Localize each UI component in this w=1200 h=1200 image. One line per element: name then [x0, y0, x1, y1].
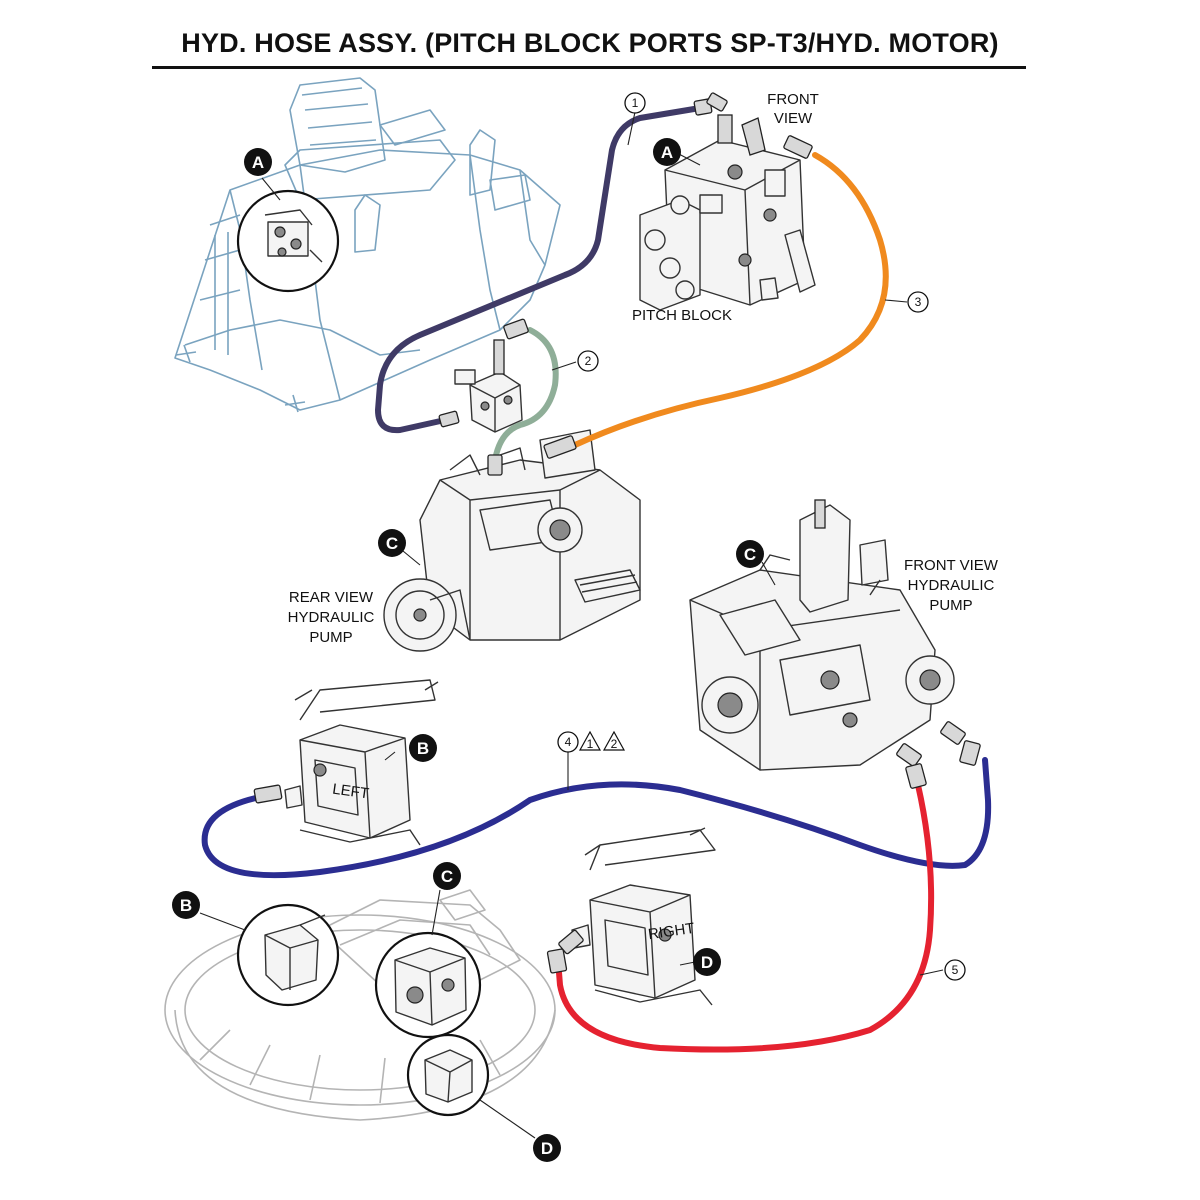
label-rear-view-line-2: HYDRAULIC	[288, 609, 375, 626]
callout-d-right-gearbox: D	[693, 948, 721, 976]
detail-circle-a	[236, 177, 340, 293]
detail-circle-c	[374, 889, 482, 1039]
label-rear-view-line-1: REAR VIEW	[289, 589, 374, 606]
revision-triangle-1: 1	[578, 730, 602, 751]
callout-hose-3: 3	[907, 291, 929, 313]
revision-triangle-2: 2	[602, 730, 626, 751]
callout-b-left-gearbox-text: B	[417, 739, 429, 758]
label-rear-view-line-3: PUMP	[309, 629, 352, 646]
callout-d-trowel: D	[533, 1134, 561, 1162]
callout-a-pitch-block-text: A	[661, 143, 673, 162]
hose-2	[492, 327, 559, 463]
callout-d-trowel-text: D	[541, 1139, 553, 1158]
revision-triangle-2-text: 2	[611, 737, 618, 751]
callout-c-front-pump-text: C	[744, 545, 756, 564]
callout-hose-1-text: 1	[632, 96, 639, 110]
hose-5	[555, 782, 935, 1053]
callout-hose-4: 4	[557, 731, 579, 753]
label-right: RIGHT	[647, 920, 696, 943]
callout-a-frame-text: A	[252, 153, 264, 172]
callout-hose-2: 2	[577, 350, 599, 372]
callout-hose-2-text: 2	[585, 354, 592, 368]
callout-b-trowel-text: B	[180, 896, 192, 915]
label-pitch-block: PITCH BLOCK	[632, 307, 732, 324]
pitch-block	[639, 114, 816, 311]
callout-a-pitch-block: A	[653, 138, 681, 166]
diagram-title: HYD. HOSE ASSY. (PITCH BLOCK PORTS SP-T3…	[181, 28, 999, 58]
hose-fittings	[253, 92, 981, 974]
callout-c-trowel: C	[433, 862, 461, 890]
callout-c-front-pump: C	[736, 540, 764, 568]
callout-c-rear-pump-text: C	[386, 534, 398, 553]
detail-circle-d	[406, 1033, 536, 1139]
label-front-view-pump-line-2: HYDRAULIC	[908, 577, 995, 594]
hydraulic-pump-rear-view	[383, 429, 641, 652]
label-front-view-pump-line-1: FRONT VIEW	[904, 557, 999, 574]
leader-lines	[384, 111, 944, 976]
callout-hose-5-text: 5	[952, 963, 959, 977]
revision-triangle-1-text: 1	[587, 737, 594, 751]
callout-hose-3-text: 3	[915, 295, 922, 309]
hose-4	[201, 757, 992, 879]
callout-b-left-gearbox: B	[409, 734, 437, 762]
callout-d-right-gearbox-text: D	[701, 953, 713, 972]
callout-c-rear-pump: C	[378, 529, 406, 557]
hose-1	[375, 105, 703, 434]
power-trowel-overview	[164, 889, 556, 1121]
title-underline	[152, 66, 1026, 69]
label-front-view-pump-line-3: PUMP	[929, 597, 972, 614]
hydraulic-pump-front-view	[689, 499, 955, 771]
hose-3	[572, 152, 889, 448]
label-left: LEFT	[331, 781, 370, 803]
detail-circle-b	[199, 903, 340, 1007]
callout-hose-1: 1	[624, 92, 646, 114]
callout-a-frame: A	[244, 148, 272, 176]
left-gearbox	[284, 679, 439, 846]
right-gearbox	[571, 827, 716, 1006]
label-front-view-line-1: FRONT	[767, 91, 819, 108]
label-front-view-line-2: VIEW	[774, 110, 813, 127]
callout-hose-4-text: 4	[565, 735, 572, 749]
callout-hose-5: 5	[944, 959, 966, 981]
manifold-valve	[454, 339, 523, 433]
callout-b-trowel: B	[172, 891, 200, 919]
callout-c-trowel-text: C	[441, 867, 453, 886]
